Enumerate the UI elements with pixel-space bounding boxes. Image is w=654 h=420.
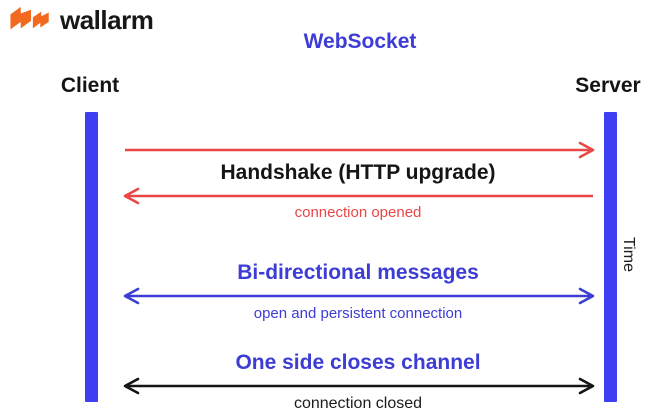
close-arrow [119,377,599,395]
time-axis-label: Time [620,237,637,272]
close-caption: connection closed [293,395,423,412]
bidirectional-arrow [119,287,599,305]
bidirectional-label: Bi-directional messages [237,261,479,284]
wallarm-logo-icon [10,6,52,34]
client-lifeline [85,112,98,402]
actor-label-client: Client [60,74,120,97]
server-lifeline [604,112,617,402]
bidirectional-caption: open and persistent connection [253,305,463,322]
handshake-request-arrow [119,141,599,159]
actor-label-server: Server [575,74,641,97]
handshake-caption: connection opened [294,204,422,221]
close-label: One side closes channel [235,351,481,374]
brand: wallarm [10,5,154,35]
handshake-label: Handshake (HTTP upgrade) [220,161,496,184]
handshake-response-arrow [119,187,599,205]
page-title: WebSocket [303,30,417,53]
brand-name: wallarm [60,5,154,35]
